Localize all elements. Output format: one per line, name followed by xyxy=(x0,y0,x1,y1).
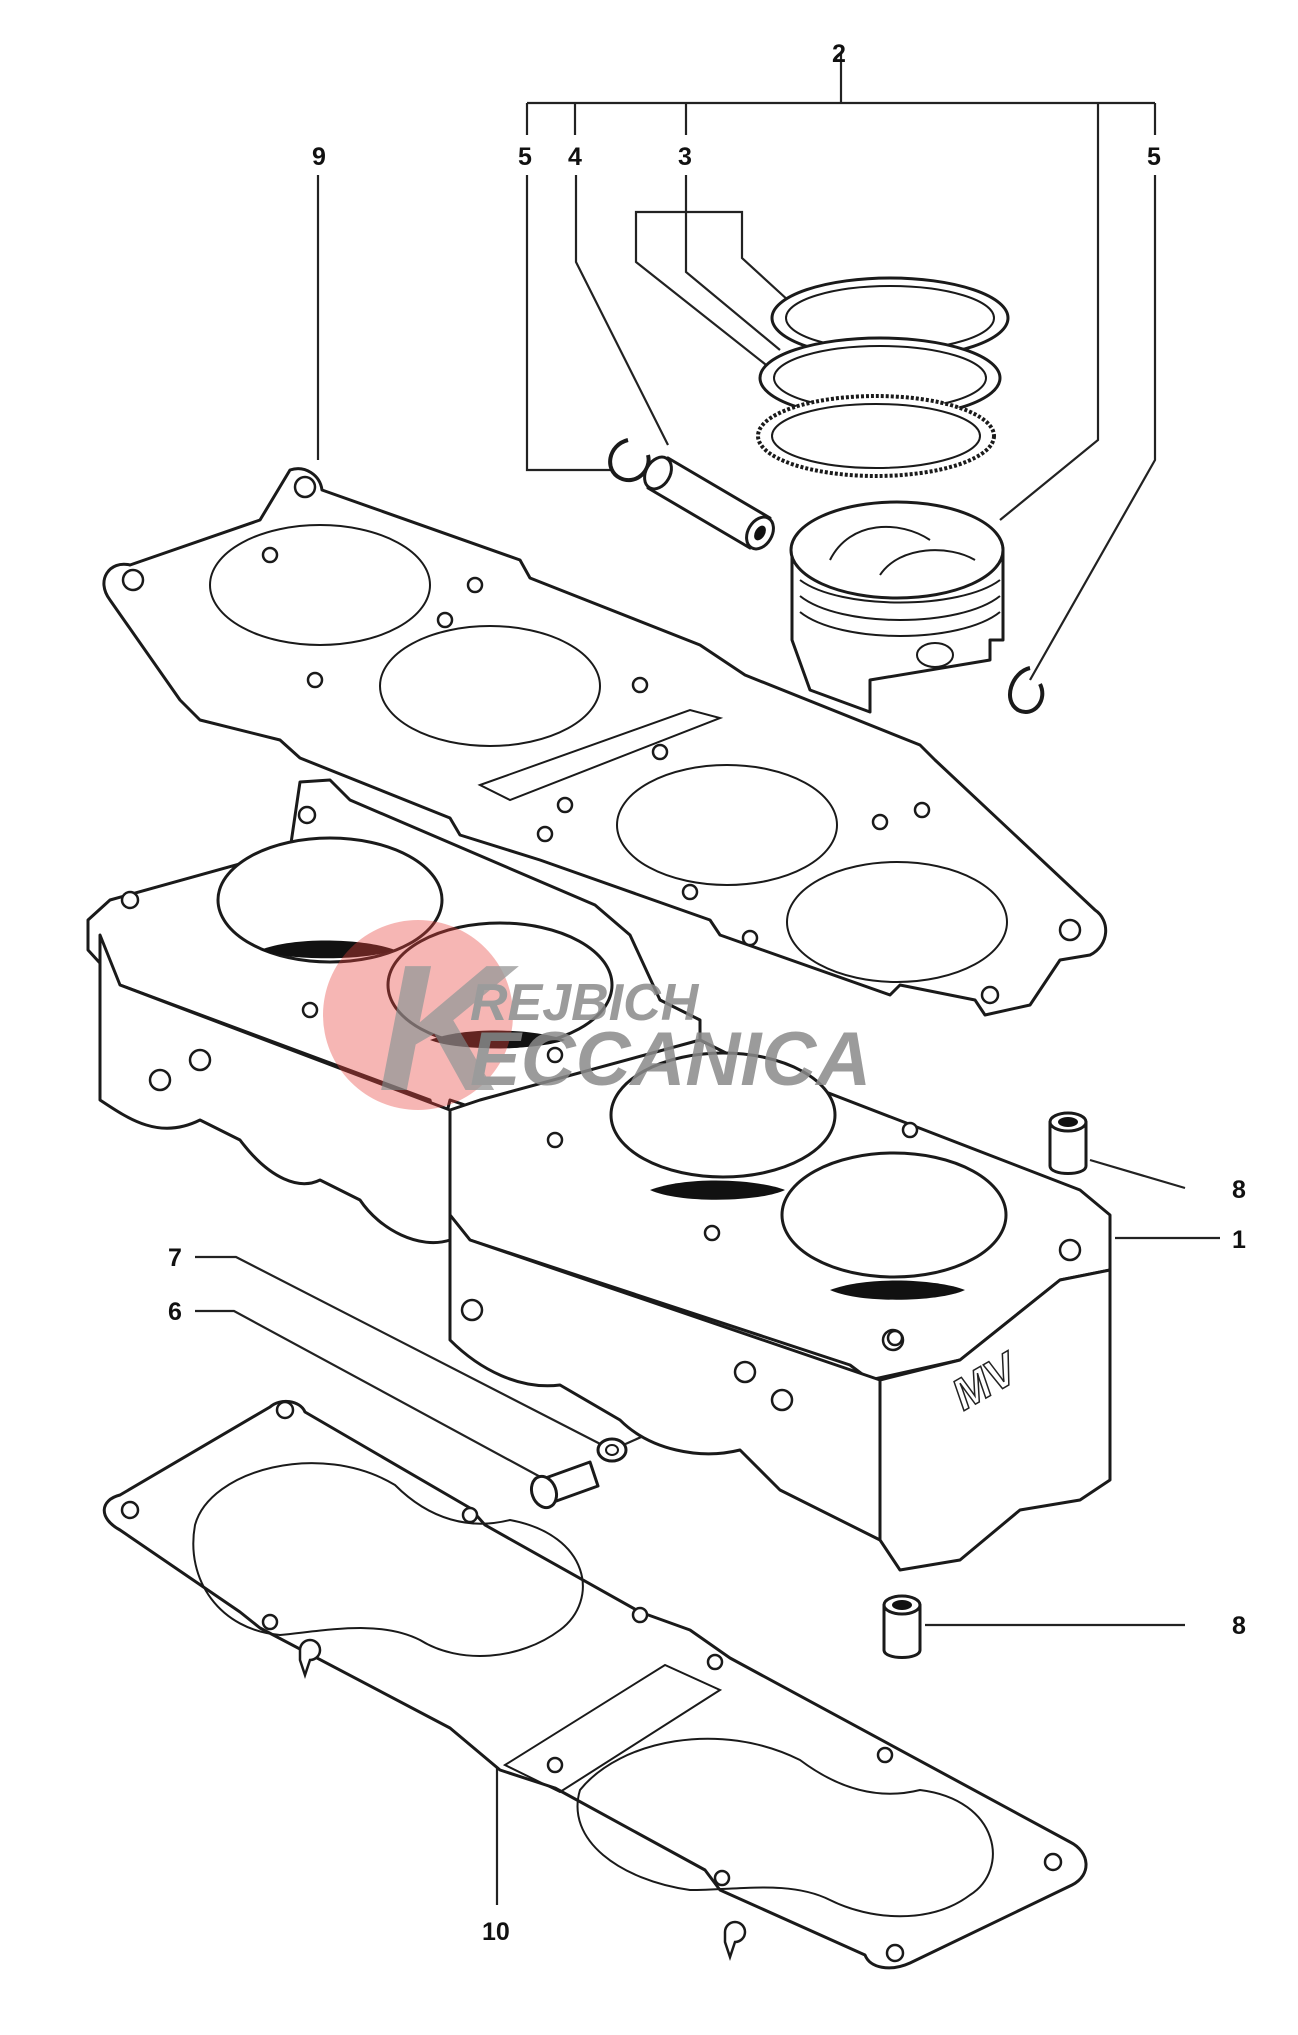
watermark-circle xyxy=(323,920,513,1110)
watermark-line1: REJBICH xyxy=(470,974,700,1032)
callout-7: 7 xyxy=(168,1244,182,1272)
base-gasket xyxy=(102,1399,1088,1970)
callout-1: 1 xyxy=(1232,1226,1246,1254)
callout-6: 6 xyxy=(168,1298,182,1326)
dowel-pin-top xyxy=(1048,1111,1088,1175)
piston-rings xyxy=(756,276,1010,478)
callout-5-left: 5 xyxy=(518,143,532,171)
circlip-right xyxy=(1008,666,1045,714)
watermark-line2: ECCANICA xyxy=(470,1017,871,1102)
bolt xyxy=(529,1460,600,1510)
callout-3: 3 xyxy=(678,143,692,171)
leader-lines xyxy=(195,52,1220,1905)
callout-8-bottom: 8 xyxy=(1232,1612,1246,1640)
head-gasket xyxy=(102,467,1108,1017)
callout-8-top: 8 xyxy=(1232,1176,1246,1204)
circlip-left xyxy=(608,438,651,482)
piston-pin xyxy=(643,455,775,551)
callout-9: 9 xyxy=(312,143,326,171)
cylinder-block: MV xyxy=(86,778,1112,1572)
callout-5-right: 5 xyxy=(1147,143,1161,171)
washer xyxy=(596,1437,628,1463)
dowel-pin-bottom xyxy=(882,1594,922,1659)
callout-2: 2 xyxy=(832,40,846,68)
watermark-letter: K xyxy=(378,928,519,1129)
callout-4: 4 xyxy=(568,143,582,171)
watermark: K REJBICH ECCANICA xyxy=(323,920,871,1129)
callout-labels: 2 9 5 4 3 5 8 1 7 6 8 10 xyxy=(168,40,1246,1946)
piston xyxy=(789,500,1005,714)
callout-10: 10 xyxy=(482,1918,510,1946)
